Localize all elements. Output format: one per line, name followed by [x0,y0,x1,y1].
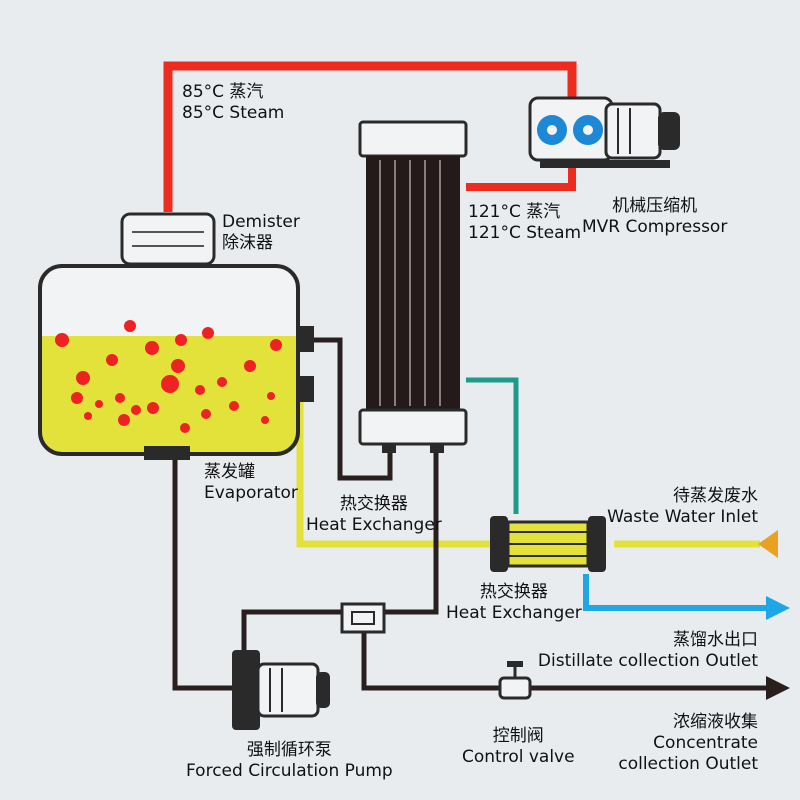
gear-icon [537,115,603,145]
evaporator-tank [38,264,314,460]
label-circulation-pump: 强制循环泵 Forced Circulation Pump [186,740,393,781]
circulation-line-evap-hx [314,337,393,481]
label-steam-85: 85°C 蒸汽 85°C Steam [182,82,285,123]
bubbles [55,320,282,433]
demister-box [120,212,216,266]
label-demister: Demister 除沫器 [222,212,300,253]
circulation-line-pump [172,458,236,691]
label-concentrate-outlet: 浓缩液收集 Concentrate collection Outlet [618,712,758,774]
label-distillate-outlet: 蒸馏水出口 Distillate collection Outlet [537,630,758,671]
label-waste-water-inlet: 待蒸发废水 Waste Water Inlet [607,486,758,527]
circulation-line-return [241,450,439,650]
main-heat-exchanger [358,120,468,453]
concentrate-arrow-icon [766,676,790,700]
small-heat-exchanger [490,516,606,572]
distillate-line-teal [466,377,519,514]
label-heat-exchanger-main: 热交换器 Heat Exchanger [306,494,442,535]
distillate-arrow-icon [766,596,790,620]
steam-pipe-85c [163,61,577,212]
concentrate-line [361,630,770,691]
label-control-valve: 控制阀 Control valve [462,726,575,767]
label-heat-exchanger-small: 热交换器 Heat Exchanger [446,582,582,623]
mvr-compressor [528,96,680,168]
steam-pipe-121c [466,160,576,191]
label-evaporator: 蒸发罐 Evaporator [204,462,298,503]
forced-circulation-pump [232,650,330,730]
distillate-line-blue [583,574,768,611]
label-mvr-compressor: 机械压缩机 MVR Compressor [582,196,728,237]
control-valve [498,661,532,700]
label-steam-121: 121°C 蒸汽 121°C Steam [468,202,582,243]
flow-meter [340,602,386,634]
inlet-arrow-icon [758,530,778,558]
